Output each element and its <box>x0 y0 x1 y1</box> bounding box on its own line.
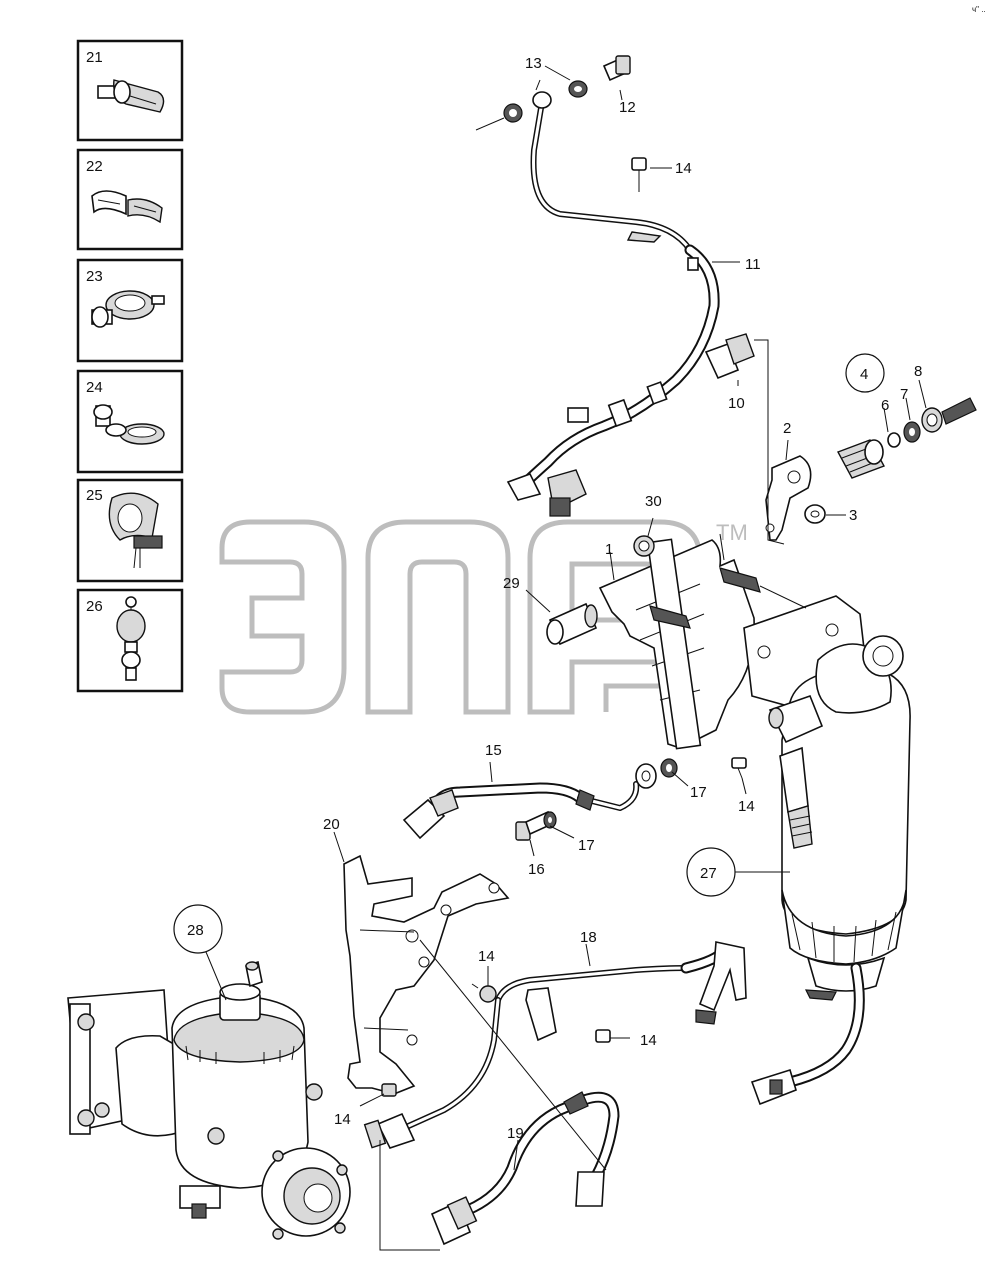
union-8 <box>921 397 977 433</box>
pipe-clip <box>626 231 662 243</box>
bolt-30 <box>633 535 655 557</box>
svg-text:24: 24 <box>86 379 103 396</box>
inset-panel-23: 23 <box>76 258 184 363</box>
callout-13: 13 <box>525 55 542 72</box>
bolt-and-ring-icon <box>93 404 165 445</box>
o-ring-6 <box>887 432 901 448</box>
callout-10: 10 <box>728 395 745 412</box>
callout-14-right: 14 <box>738 798 755 815</box>
hose-19 <box>430 1091 620 1246</box>
svg-text:25: 25 <box>86 487 103 504</box>
callout-1: 1 <box>605 541 613 558</box>
sleeve-29 <box>546 602 598 646</box>
callout-29: 29 <box>503 575 520 592</box>
callout-17-right: 17 <box>690 784 707 801</box>
banjo-fitting-icon <box>116 596 146 681</box>
callout-14-lower-left: 14 <box>334 1111 351 1128</box>
callout-30: 30 <box>645 493 662 510</box>
bolt-14-right <box>731 757 747 779</box>
callout-17-left: 17 <box>578 837 595 854</box>
svg-text:23: 23 <box>86 268 103 285</box>
svg-text:21: 21 <box>86 49 103 66</box>
callout-14-mid: 14 <box>478 948 495 965</box>
callout-28: 28 <box>187 922 204 939</box>
banjo-eye <box>532 91 552 109</box>
callout-4: 4 <box>860 366 868 383</box>
washer-3 <box>804 504 826 524</box>
inset-panel-25: 25 <box>76 478 184 583</box>
callout-14-top: 14 <box>675 160 692 177</box>
inset-panel-21: 21 <box>76 39 184 142</box>
bolt-14-mid <box>471 983 497 1003</box>
bracket-20 <box>343 854 510 1095</box>
feed-pipe-11 <box>506 91 755 517</box>
leader-lines <box>205 65 927 1251</box>
callout-11: 11 <box>745 256 761 273</box>
banjo-bolt-12 <box>602 55 631 82</box>
callout-3: 3 <box>849 507 857 524</box>
seal-7 <box>903 421 921 443</box>
pipe-18 <box>363 941 747 1149</box>
callout-16: 16 <box>528 861 545 878</box>
split-clamp-icon <box>91 190 163 224</box>
callout-6: 6 <box>881 397 889 414</box>
corner-mark: ч" .. <box>972 5 986 14</box>
fitting-4 <box>837 439 885 479</box>
svg-text:22: 22 <box>86 158 103 175</box>
callout-20: 20 <box>323 816 340 833</box>
washer-17-left <box>543 811 557 829</box>
pipe-clamp <box>525 987 557 1042</box>
inset-panel-26: 26 <box>76 588 184 693</box>
callout-7: 7 <box>900 386 908 403</box>
bolt-14-top <box>631 157 647 192</box>
svg-text:26: 26 <box>86 598 103 615</box>
hose-15 <box>402 763 657 840</box>
bolt-14-lower-mid <box>595 1029 611 1043</box>
callout-8: 8 <box>914 363 922 380</box>
callout-2: 2 <box>783 420 791 437</box>
callout-15: 15 <box>485 742 502 759</box>
fuel-filter-27 <box>743 585 911 1106</box>
primary-filter-pump-28 <box>67 960 351 1240</box>
inset-panel-24: 24 <box>76 369 184 474</box>
clamp-ring-icon <box>91 290 165 328</box>
bracket-clamp-icon <box>108 492 163 569</box>
callout-19: 19 <box>507 1125 524 1142</box>
clamp-with-bolt-icon <box>97 79 165 113</box>
sealing-washers-13 <box>475 80 588 131</box>
callout-18: 18 <box>580 929 597 946</box>
callout-14-lower-mid: 14 <box>640 1032 657 1049</box>
callout-circle-28 <box>173 904 223 954</box>
inset-panel-22: 22 <box>76 148 184 251</box>
callout-27: 27 <box>700 865 717 882</box>
callout-labels: 13 12 14 11 10 4 6 7 8 2 3 30 1 29 15 17… <box>187 55 922 1142</box>
callout-12: 12 <box>619 99 636 116</box>
bracket-plate-2 <box>765 455 812 541</box>
callout-circle-4 <box>845 353 885 393</box>
bolt-14-lower-left <box>381 1083 397 1097</box>
